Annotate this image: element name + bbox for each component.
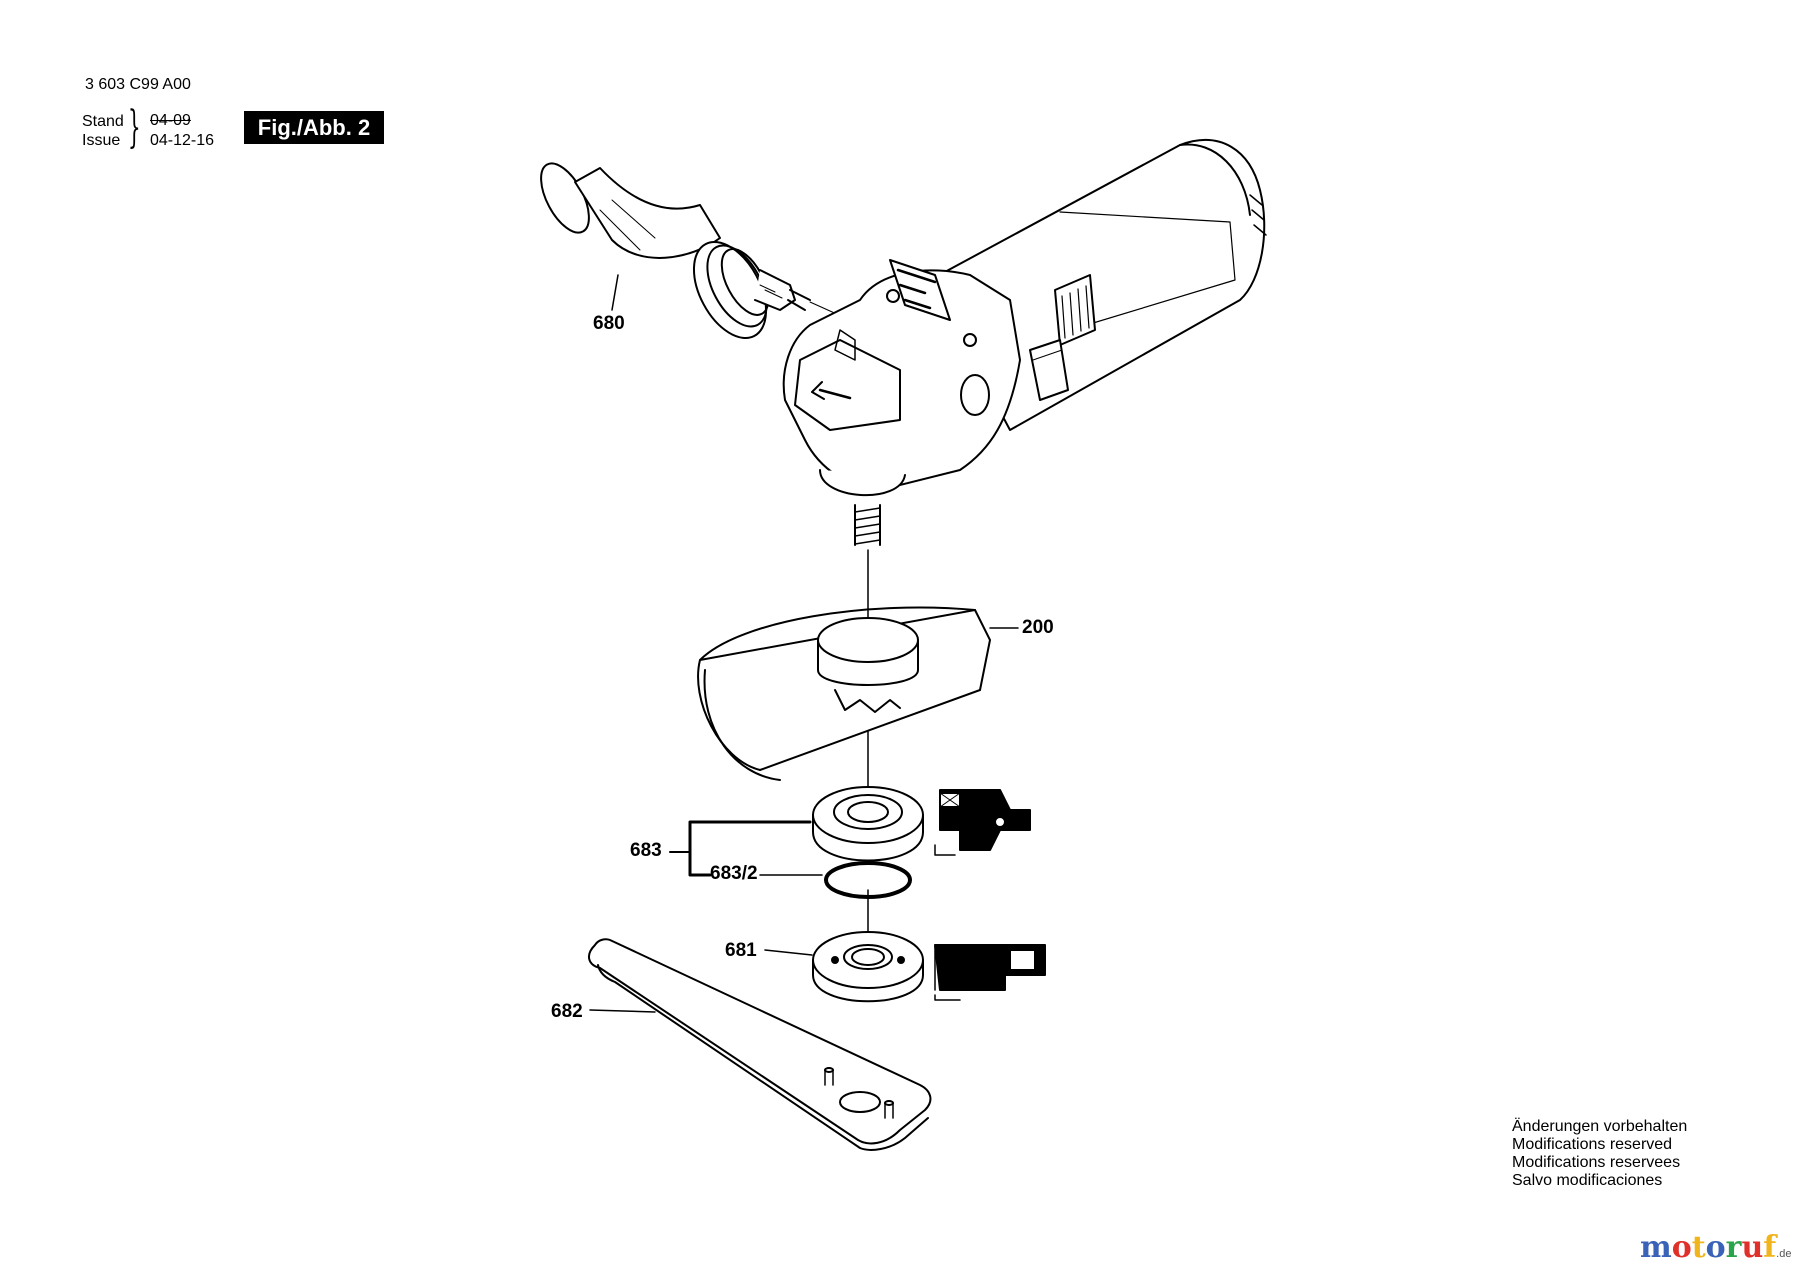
watermark-letter: t — [1691, 1230, 1706, 1265]
watermark-letter: u — [1741, 1230, 1764, 1265]
mounting-flange-drawing — [764, 931, 1046, 1003]
watermark-letter: f — [1763, 1230, 1777, 1265]
motoruf-watermark: motoruf.de — [1640, 1230, 1791, 1265]
callout-handle: 680 — [593, 313, 625, 334]
issue-label: Issue — [82, 132, 121, 149]
callout-guard: 200 — [1022, 617, 1054, 638]
note-french: Modifications reservees — [1512, 1154, 1681, 1171]
watermark-letter: r — [1725, 1230, 1742, 1265]
wheel-guard-drawing — [697, 606, 1019, 781]
callout-flange-set: 683 — [630, 840, 662, 861]
part-number: 3 603 C99 A00 — [85, 76, 191, 93]
note-german: Änderungen vorbehalten — [1512, 1118, 1688, 1135]
callout-spanner: 682 — [551, 1001, 583, 1022]
modification-notes: Änderungen vorbehalten Modifications res… — [1512, 1118, 1687, 1190]
auxiliary-handle-drawing — [540, 162, 851, 340]
stand-label: Stand — [82, 113, 124, 130]
note-spanish: Salvo modificaciones — [1512, 1172, 1663, 1189]
watermark-letters: motoruf — [1640, 1230, 1776, 1265]
figure-badge: Fig./Abb. 2 — [244, 111, 384, 144]
note-english: Modifications reserved — [1512, 1136, 1673, 1153]
angle-grinder-drawing — [782, 139, 1267, 546]
watermark-letter: o — [1705, 1230, 1726, 1265]
callout-mounting-flange: 681 — [725, 940, 757, 961]
clamping-nut-drawing — [669, 786, 1031, 899]
callout-o-ring: 683/2 — [710, 863, 758, 884]
spanner-wrench-drawing — [588, 938, 932, 1151]
brace-symbol: } — [128, 102, 141, 153]
issue-date: 04-12-16 — [150, 132, 215, 149]
watermark-tld: .de — [1776, 1248, 1792, 1260]
watermark-letter: m — [1640, 1230, 1672, 1265]
watermark-letter: o — [1671, 1230, 1692, 1265]
stand-date: 04-09 — [150, 112, 191, 129]
